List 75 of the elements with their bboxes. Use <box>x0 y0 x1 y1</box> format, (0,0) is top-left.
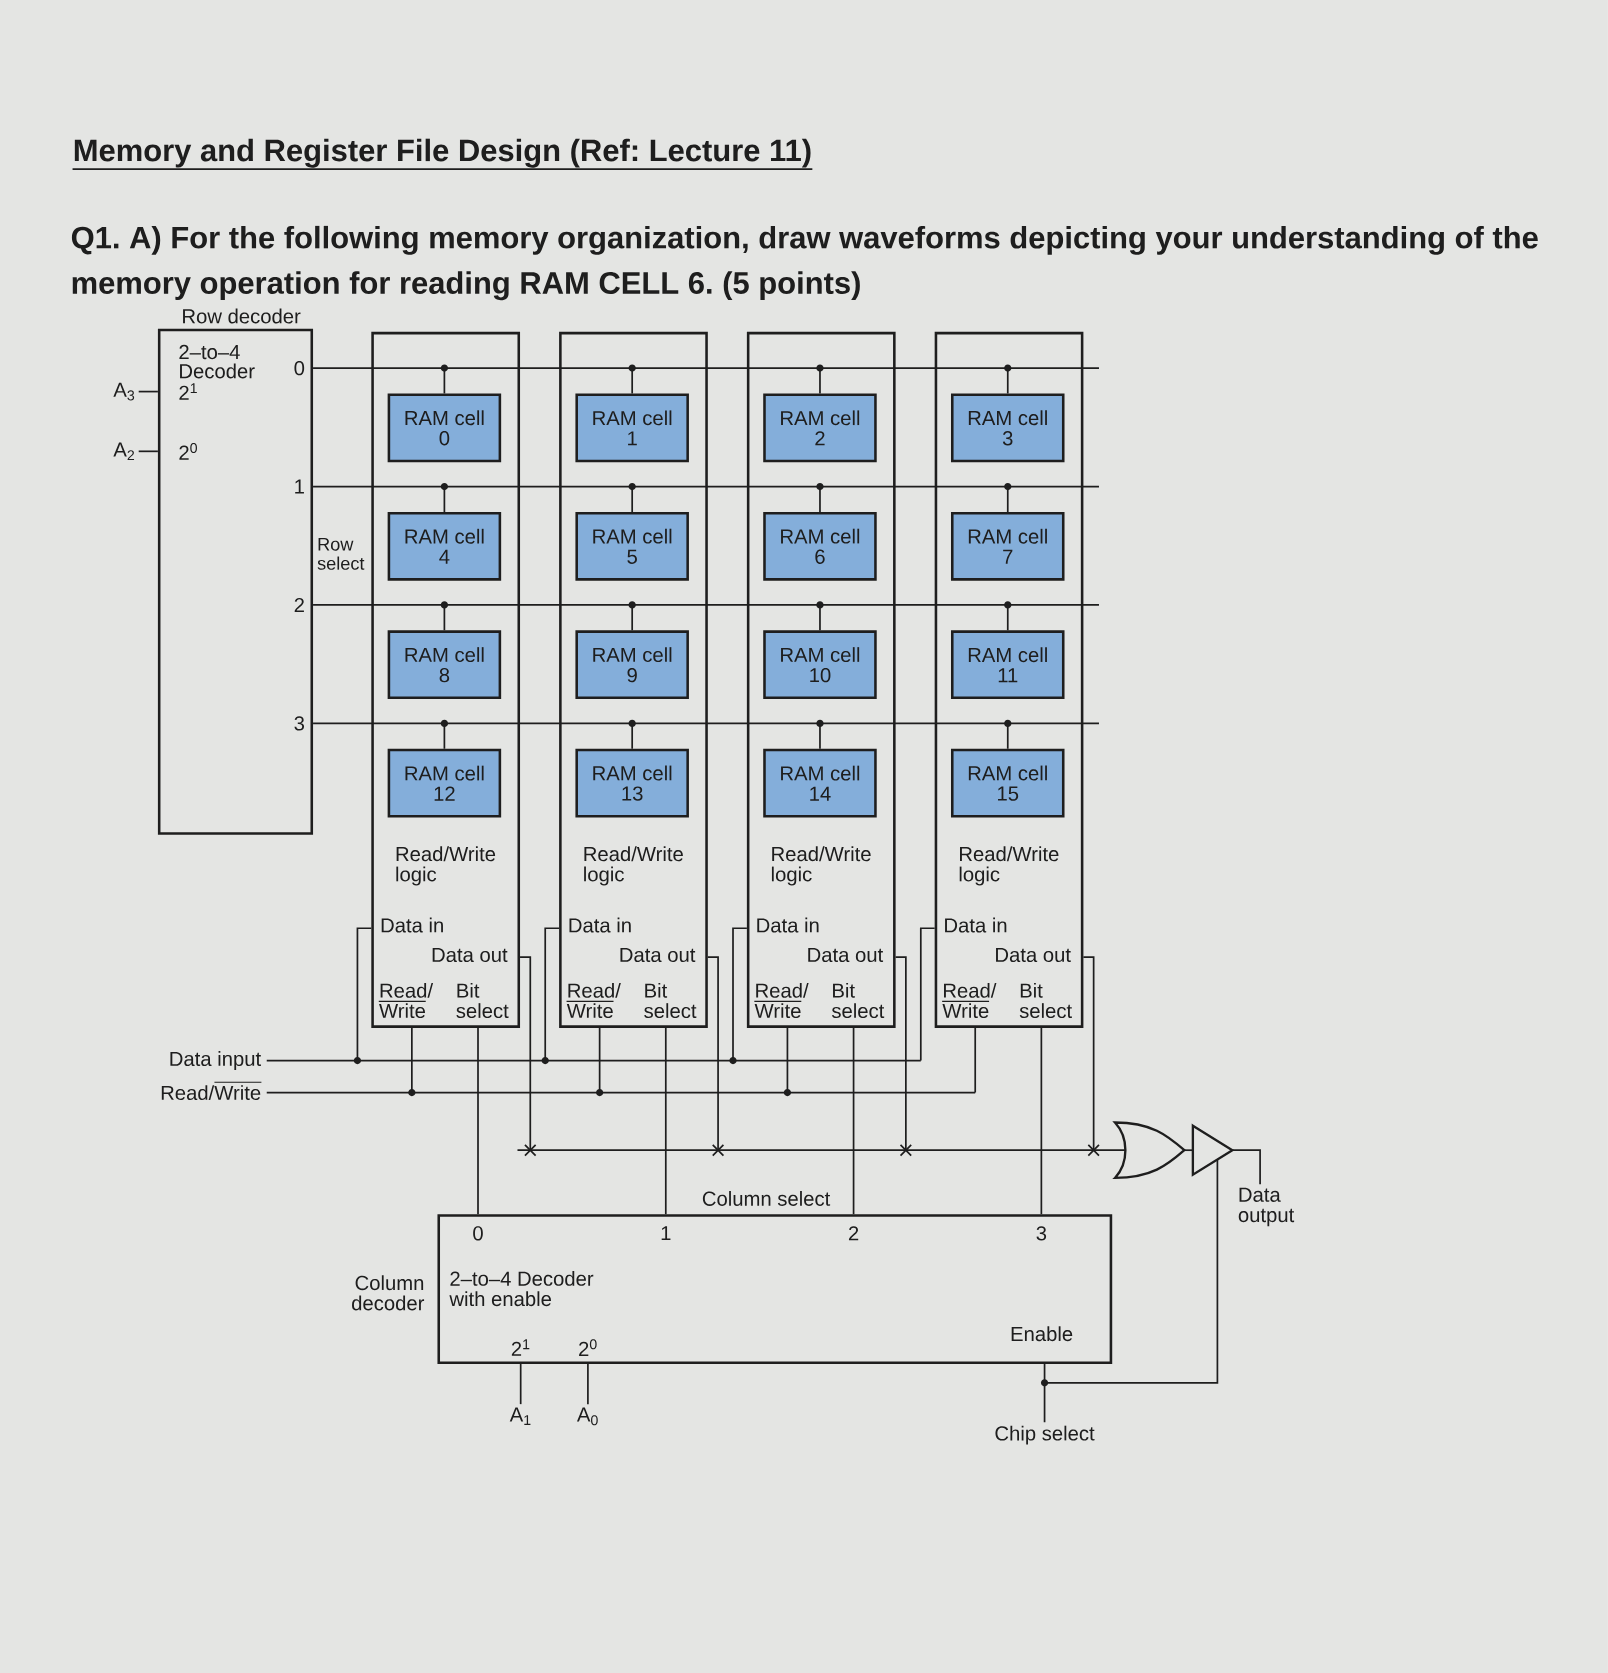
column-select-line <box>1040 1027 1043 1216</box>
ram-cell: RAM cell 11 <box>951 630 1065 700</box>
address-line <box>519 1363 522 1405</box>
ram-cell: RAM cell 14 <box>763 748 877 818</box>
pin-label: Enable <box>1011 1326 1073 1342</box>
or-gate <box>1113 1121 1186 1180</box>
ram-cell: RAM cell 15 <box>951 748 1065 818</box>
question-text: Q1. A) For the following memory organization, draw waveforms depicting your understanding of the memory operation for reading RAM CELL 6. (5 points) <box>71 225 1538 301</box>
pin-label: Data out <box>996 947 1071 962</box>
output-line <box>1231 1149 1261 1186</box>
page-title: Memory and Register File Design (Ref: Lecture 11) <box>71 138 814 170</box>
ram-cell: RAM cell 5 <box>575 511 689 581</box>
logic-label: Read/Write logic <box>584 846 683 886</box>
block-heading: Column decoder <box>352 1275 425 1311</box>
pin-label: 1 <box>661 1226 671 1241</box>
signal-label: Data input <box>170 1051 262 1070</box>
pin-label: Bit select <box>1019 982 1072 1019</box>
signal-label: Read/Write <box>161 1081 263 1101</box>
ram-cell: RAM cell 7 <box>951 511 1065 581</box>
ram-cell: RAM cell 0 <box>387 393 502 463</box>
signal-label: Data output <box>1238 1187 1295 1227</box>
pin-label: Bit select <box>832 982 885 1019</box>
ram-cell: RAM cell 2 <box>763 393 877 463</box>
pin-label: Data out <box>808 947 884 962</box>
pin-label: Data in <box>569 917 631 933</box>
pin-label: Data in <box>945 917 1007 933</box>
signal-label: A$_{0}$ <box>577 1407 598 1426</box>
pin-label: 2$^{1}$ <box>511 1339 530 1356</box>
pin-label: 2$^{1}$ <box>179 383 197 400</box>
pin-label: 0 <box>294 360 305 376</box>
signal-label: A$_{3}$ <box>113 382 135 401</box>
line-label: Row select <box>317 537 365 570</box>
ram-cell: RAM cell 3 <box>951 393 1065 463</box>
pin-label: Bit select <box>456 982 509 1019</box>
ram-cell: RAM cell 12 <box>387 748 502 818</box>
pin-label: Read/ Write <box>378 982 434 1019</box>
ram-cell: RAM cell 1 <box>575 393 689 463</box>
address-line <box>137 390 159 393</box>
logic-label: Read/Write logic <box>396 846 496 886</box>
pin-label: Data out <box>620 947 696 962</box>
column-select-line <box>665 1027 667 1216</box>
signal-label: A$_{1}$ <box>509 1407 531 1425</box>
address-line <box>587 1363 589 1405</box>
ram-cell: RAM cell 13 <box>575 748 689 818</box>
pin-label: 2$^{0}$ <box>579 1339 597 1356</box>
ram-cell: RAM cell 4 <box>387 511 502 581</box>
column-select-line <box>852 1027 855 1216</box>
pin-label: Bit select <box>644 982 697 1019</box>
block-heading: Row decoder <box>183 308 301 324</box>
address-line <box>137 450 159 453</box>
signal-label: Chip select <box>995 1425 1095 1445</box>
pin-label: Read/ Write <box>566 982 621 1019</box>
ram-cell: RAM cell 9 <box>575 630 689 700</box>
ram-cell: RAM cell 10 <box>763 630 877 700</box>
logic-label: Read/Write logic <box>959 846 1059 886</box>
pin-label: Data in <box>381 917 443 933</box>
pin-label: 2 <box>294 597 304 613</box>
logic-label: Read/Write logic <box>772 846 871 886</box>
pin-label: Data out <box>432 947 508 962</box>
decoder-label: 2–to–4 Decoder with enable <box>449 1271 594 1307</box>
pin-label: 1 <box>295 479 304 494</box>
signal-label: A$_{2}$ <box>113 442 135 461</box>
pin-label: 2 <box>849 1226 859 1241</box>
ram-cell: RAM cell 6 <box>763 511 877 581</box>
pin-label: 3 <box>1036 1226 1047 1241</box>
pin-label: 2$^{0}$ <box>179 443 198 460</box>
pin-label: Read/ Write <box>941 982 997 1019</box>
decoder-label: 2–to–4 Decoder <box>179 344 255 379</box>
column-select-line <box>477 1027 479 1216</box>
pin-label: 3 <box>294 716 305 731</box>
ram-cell: RAM cell 8 <box>387 630 502 700</box>
pin-label: 0 <box>473 1226 483 1241</box>
pin-label: Read/ Write <box>753 982 809 1019</box>
gate-wire <box>1183 1149 1194 1152</box>
pin-label: Data in <box>757 917 819 933</box>
